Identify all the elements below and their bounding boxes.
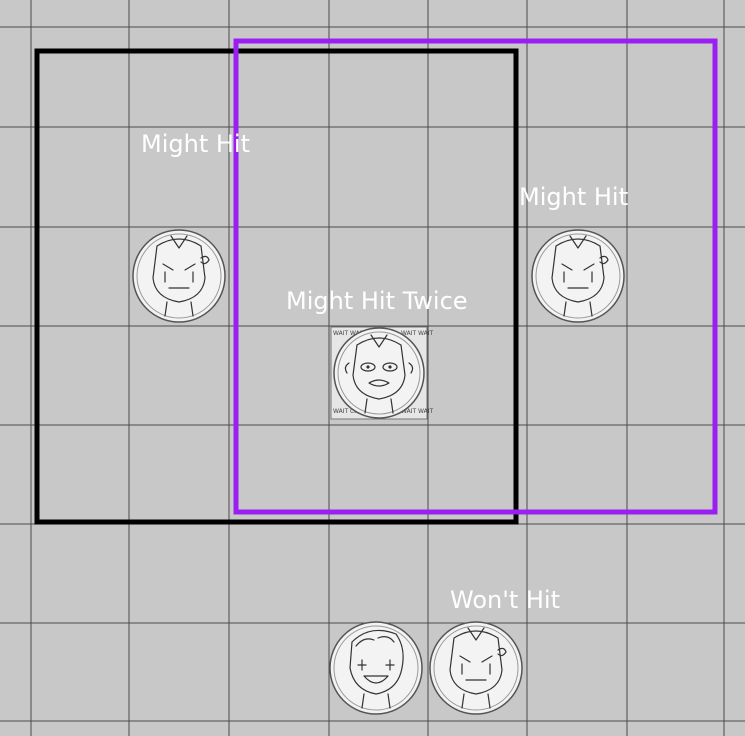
label-left-might-hit: Might Hit <box>141 130 250 158</box>
label-right-might-hit: Might Hit <box>519 183 628 211</box>
token-bottom-left[interactable] <box>330 622 422 714</box>
label-might-hit-twice: Might Hit Twice <box>286 287 468 315</box>
token-right[interactable] <box>532 230 624 322</box>
scribble-top-right: WAIT WAIT <box>401 330 434 337</box>
token-center[interactable]: WAIT WAIT WAIT WAIT WAIT CRAP WAIT WAIT <box>331 327 434 419</box>
token-left[interactable] <box>133 230 225 322</box>
label-wont-hit: Won't Hit <box>450 586 560 614</box>
token-bottom-right[interactable] <box>430 622 522 714</box>
